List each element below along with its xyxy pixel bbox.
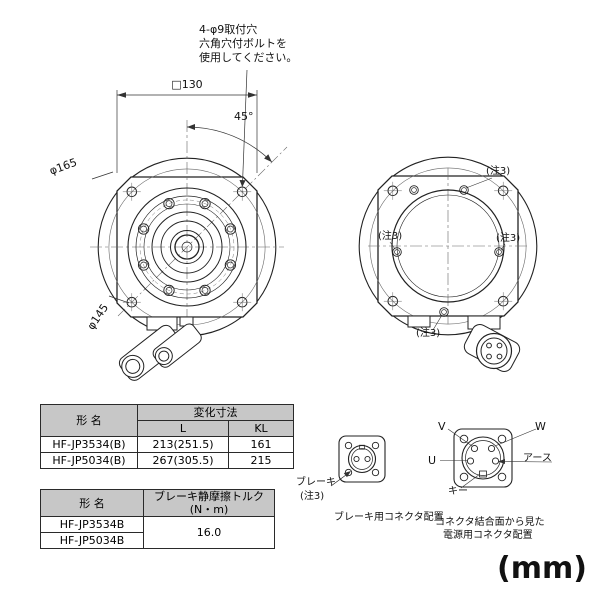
- mount-note-line3: 使用してください。: [199, 51, 298, 64]
- brake-torque-header-line1: ブレーキ静摩擦トルク: [154, 490, 264, 503]
- dim-row2-kl: 215: [228, 452, 294, 469]
- brake-connector-note: (注3): [300, 491, 325, 502]
- mount-note-line2: 六角穴付ボルトを: [199, 37, 287, 50]
- brake-connector-label: ブレーキ: [296, 477, 336, 488]
- pin-u-label: U: [428, 454, 437, 467]
- front-view-drawing: [90, 120, 288, 350]
- dim-row1-l: 213(251.5): [137, 436, 229, 453]
- table-row: L KL: [41, 420, 294, 437]
- mount-note-line1: 4-φ9取付穴: [199, 23, 258, 36]
- table-row: HF-JP5034(B) 267(305.5) 215: [40, 452, 294, 469]
- dim-table-group-header: 変化寸法: [137, 404, 294, 421]
- rear-view-drawing: [358, 156, 538, 336]
- square-dim-label: □130: [171, 78, 203, 91]
- dim-table-l-header: L: [137, 420, 229, 437]
- brake-torque-header-line2: (N・m): [189, 503, 229, 517]
- dim-row2-l: 267(305.5): [137, 452, 229, 469]
- pin-earth-label: アース: [523, 453, 552, 464]
- note3-label-top: (注3): [486, 166, 511, 177]
- angle-dim-label: 45°: [234, 110, 254, 123]
- pin-w-label: W: [535, 420, 546, 433]
- note3-label-right: (注3): [496, 233, 521, 244]
- brake-connector-drawing: [330, 435, 386, 487]
- dim-row1-model: HF-JP3534(B): [40, 436, 138, 453]
- dim-table-model-header: 形 名: [40, 404, 138, 437]
- dimension-table: 形 名 変化寸法 L KL HF-JP3534(B) 213(251.5) 16…: [40, 404, 294, 469]
- dim-row1-kl: 161: [228, 436, 294, 453]
- table-row: HF-JP3534(B) 213(251.5) 161: [40, 436, 294, 453]
- dim-table-kl-header: KL: [228, 420, 294, 437]
- brake-row2-model: HF-JP5034B: [40, 532, 144, 550]
- brake-row1-model: HF-JP3534B: [40, 516, 144, 534]
- power-connector-drawing: [440, 428, 553, 489]
- rear-power-connector: [407, 315, 521, 373]
- table-row: 形 名 ブレーキ静摩擦トルク (N・m): [40, 488, 275, 518]
- note3-label-bottom: (注3): [416, 328, 441, 339]
- table-row: 形 名 変化寸法: [40, 404, 294, 437]
- front-cable-connectors: [118, 316, 202, 381]
- dim-row2-model: HF-JP5034(B): [40, 452, 138, 469]
- brake-table-model-header: 形 名: [40, 488, 144, 518]
- units-label: (mm): [497, 551, 587, 586]
- note3-label-left: (注3): [378, 231, 403, 242]
- front-dimensions: [91, 69, 273, 304]
- brake-table-torque-header: ブレーキ静摩擦トルク (N・m): [143, 488, 275, 518]
- power-connector-caption-line2: 電源用コネクタ配置: [443, 530, 533, 541]
- brake-connector-caption: ブレーキ用コネクタ配置: [334, 512, 444, 523]
- table-row: HF-JP5034B: [40, 532, 275, 550]
- power-connector-caption-line1: コネクタ結合面から見た: [435, 517, 545, 528]
- brake-torque-value: 16.0: [143, 516, 275, 550]
- table-row: HF-JP3534B 16.0: [40, 516, 275, 550]
- brake-torque-table: 形 名 ブレーキ静摩擦トルク (N・m) HF-JP3534B 16.0 HF-…: [40, 488, 275, 550]
- pin-v-label: V: [438, 420, 446, 433]
- pin-key-label: キー: [448, 486, 468, 497]
